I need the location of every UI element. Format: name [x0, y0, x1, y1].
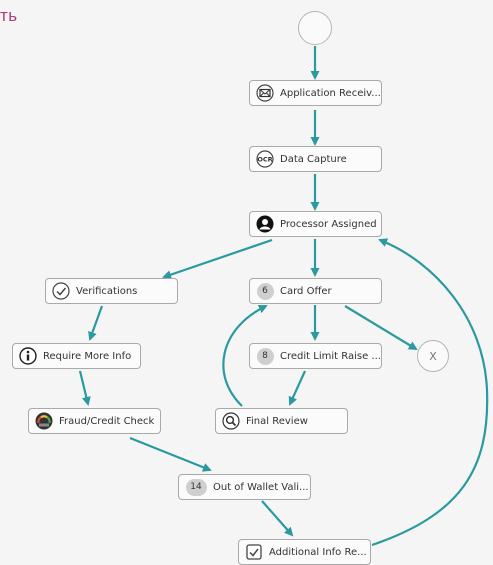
checkbox-icon: [245, 543, 263, 561]
corner-text: ть: [0, 6, 18, 25]
node-require-more-info[interactable]: Require More Info: [12, 343, 141, 369]
node-label: Require More Info: [43, 350, 132, 362]
node-label: Data Capture: [280, 153, 347, 165]
edge-cardoffer-end: [344, 305, 418, 351]
node-label: Verifications: [76, 285, 138, 297]
edge-finalreview-cardoffer: [222, 304, 268, 407]
envelope-icon: [256, 84, 274, 102]
end-event[interactable]: X: [417, 340, 449, 372]
node-label: Card Offer: [280, 285, 332, 297]
step-badge: 14: [185, 478, 207, 496]
node-verifications[interactable]: Verifications: [45, 278, 178, 304]
edge-creditlimit-finalreview: [288, 370, 307, 406]
node-processor-assigned[interactable]: Processor Assigned: [249, 211, 382, 237]
node-label: Processor Assigned: [280, 218, 377, 230]
node-final-review[interactable]: Final Review: [215, 408, 348, 434]
info-icon: [19, 347, 37, 365]
node-label: Application Receiv...: [280, 87, 381, 99]
ocr-scan-icon: OCR: [256, 150, 274, 168]
edge-outofwallet-additional: [261, 500, 294, 537]
edge-fraud-outofwallet: [129, 436, 212, 472]
check-circle-icon: [52, 282, 70, 300]
node-label: Out of Wallet Vali...: [213, 481, 309, 493]
node-label: Final Review: [246, 415, 308, 427]
svg-text:OCR: OCR: [257, 156, 272, 164]
edge-processor-verifications: [162, 238, 273, 279]
node-label: Fraud/Credit Check: [59, 415, 155, 427]
edge-additional-processor: [371, 238, 489, 547]
end-event-label: X: [429, 349, 437, 363]
node-label: Additional Info Re...: [269, 546, 367, 558]
node-card-offer[interactable]: 6 Card Offer: [249, 278, 382, 304]
node-fraud-credit-check[interactable]: Fraud/Credit Check: [28, 408, 161, 434]
start-event[interactable]: [298, 11, 332, 45]
step-badge: 6: [256, 282, 274, 300]
node-label: Credit Limit Raise ...: [280, 350, 381, 362]
node-additional-info[interactable]: Additional Info Re...: [238, 539, 371, 565]
node-application-received[interactable]: Application Receiv...: [249, 80, 382, 106]
gauge-icon: [35, 412, 53, 430]
node-out-of-wallet[interactable]: 14 Out of Wallet Vali...: [178, 474, 311, 500]
person-icon: [256, 215, 274, 233]
step-badge: 8: [256, 347, 274, 365]
edge-verifications-requireinfo: [88, 305, 104, 341]
magnifier-icon: [222, 412, 240, 430]
edge-requireinfo-fraud: [78, 370, 91, 406]
node-data-capture[interactable]: OCR Data Capture: [249, 146, 382, 172]
node-credit-limit-raise[interactable]: 8 Credit Limit Raise ...: [249, 343, 382, 369]
